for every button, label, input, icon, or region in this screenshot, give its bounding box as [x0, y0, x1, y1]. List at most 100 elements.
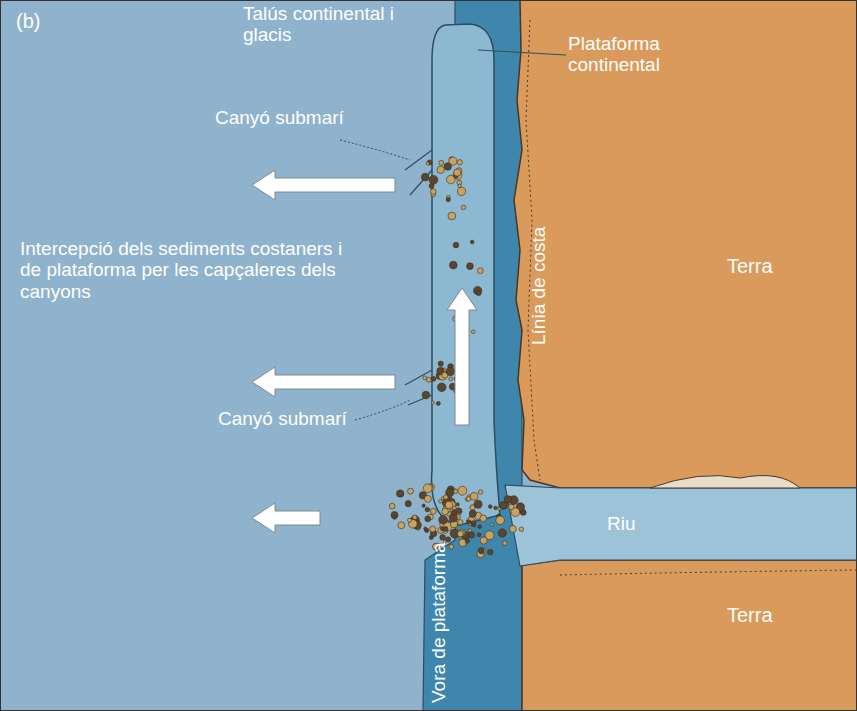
sediment-grain	[449, 377, 453, 381]
sediment-grain	[431, 401, 434, 404]
sediment-grain	[474, 500, 482, 508]
flow-arrow	[447, 288, 477, 425]
canyon-label: Canyó submarí	[218, 408, 378, 429]
sediment-grain	[519, 527, 523, 531]
sediment-grain	[478, 490, 482, 494]
sediment-grain	[504, 496, 512, 504]
sediment-grain	[461, 205, 465, 209]
sediment-grain	[453, 242, 459, 248]
river-trace	[560, 570, 857, 575]
sediment-grain	[430, 526, 436, 532]
sediment-grain	[478, 548, 484, 554]
sediment-grain	[431, 377, 436, 382]
sediment-grain	[457, 531, 463, 537]
river-label: Riu	[607, 513, 667, 534]
sediment-grain	[439, 160, 444, 165]
land-south	[522, 560, 857, 711]
sediment-grain	[430, 508, 436, 514]
sediment-grain	[449, 544, 454, 549]
sediment-grain	[511, 508, 520, 517]
sediment-grain	[398, 522, 405, 529]
sediment-grain	[476, 291, 481, 296]
sediment-grain	[490, 523, 493, 526]
sediment-grain	[458, 486, 467, 495]
sediment-grain	[509, 526, 516, 533]
sediment-grain	[440, 534, 446, 540]
sediment-grain	[389, 503, 395, 509]
sediment-grain	[423, 376, 427, 380]
sediment-grain	[458, 530, 465, 537]
sediment-grain	[473, 286, 481, 294]
sediment-grain	[458, 520, 463, 525]
sediment-grain	[470, 492, 478, 500]
sediment-grain	[437, 383, 446, 392]
sediment-grain	[496, 516, 505, 525]
sediment-grain	[503, 541, 507, 545]
sediment-grain	[451, 510, 456, 515]
sediment-grain	[408, 488, 414, 494]
flow-arrow	[252, 503, 320, 533]
sediment-grain	[487, 549, 493, 555]
sediment-grain	[454, 489, 458, 493]
sediment-grain	[448, 212, 456, 220]
process-note: Intercepció dels sediments costaners i d…	[20, 238, 350, 302]
sediment-grain	[442, 508, 449, 515]
sediment-grain	[465, 539, 469, 543]
leader-line	[478, 50, 566, 55]
sediment-grain	[456, 503, 459, 506]
river	[505, 485, 857, 566]
sediment-grain	[477, 533, 481, 537]
sediment-grain	[480, 537, 487, 544]
sediment-grain	[457, 160, 462, 165]
sediment-grain	[407, 518, 411, 522]
sediment-grain	[445, 501, 453, 509]
sediment-grain	[478, 525, 482, 529]
sediment-grain	[477, 268, 483, 274]
sediment-grain	[458, 184, 461, 187]
slope-label: Talús continental i glacis	[243, 3, 418, 46]
sediment-grain	[498, 529, 506, 537]
panel-letter: (b)	[16, 10, 76, 32]
leader-line	[340, 140, 410, 160]
sediment-grain	[422, 391, 430, 399]
shelf-edge-label: Vora de plataforma	[428, 542, 449, 703]
sediment-grain	[413, 515, 417, 519]
sediment-grain	[430, 189, 436, 195]
sediment-grain	[425, 516, 431, 522]
sediment-grain	[453, 506, 457, 510]
sediment-grain	[444, 495, 448, 499]
sediment-grain	[405, 501, 411, 507]
sediment-grain	[438, 361, 443, 366]
sediment-grain	[439, 500, 443, 504]
sediment-grain	[446, 198, 450, 202]
sediment-grain	[467, 520, 471, 524]
sediment-grain	[425, 507, 429, 511]
shelf-label: Plataforma continental	[568, 33, 728, 76]
flow-arrow	[252, 170, 395, 200]
land-label: Terra	[727, 604, 807, 626]
canyon-label: Canyó submarí	[215, 107, 375, 128]
sediment-grain	[444, 163, 451, 170]
coastline-label: Línia de costa	[528, 227, 549, 345]
land-north	[514, 0, 857, 488]
sediment-grain	[393, 515, 397, 519]
flow-arrow	[252, 367, 395, 397]
land-label: Terra	[727, 255, 807, 277]
sediment-grain	[488, 505, 492, 509]
sediment-grain	[480, 515, 487, 522]
sediment-grain	[424, 527, 427, 530]
sediment-grain	[426, 162, 429, 165]
canyon-head	[405, 150, 432, 195]
sediment-grain	[423, 484, 432, 493]
sediment-grain	[470, 240, 474, 244]
sediment-grain	[469, 510, 476, 517]
sediment-grain	[396, 490, 403, 497]
sediment-grain	[422, 504, 425, 507]
sediment-grain	[457, 187, 465, 195]
sediment-grain	[439, 515, 448, 524]
leader-line	[355, 400, 410, 420]
sediment-grain	[443, 527, 448, 532]
sediment-grain	[391, 512, 398, 519]
